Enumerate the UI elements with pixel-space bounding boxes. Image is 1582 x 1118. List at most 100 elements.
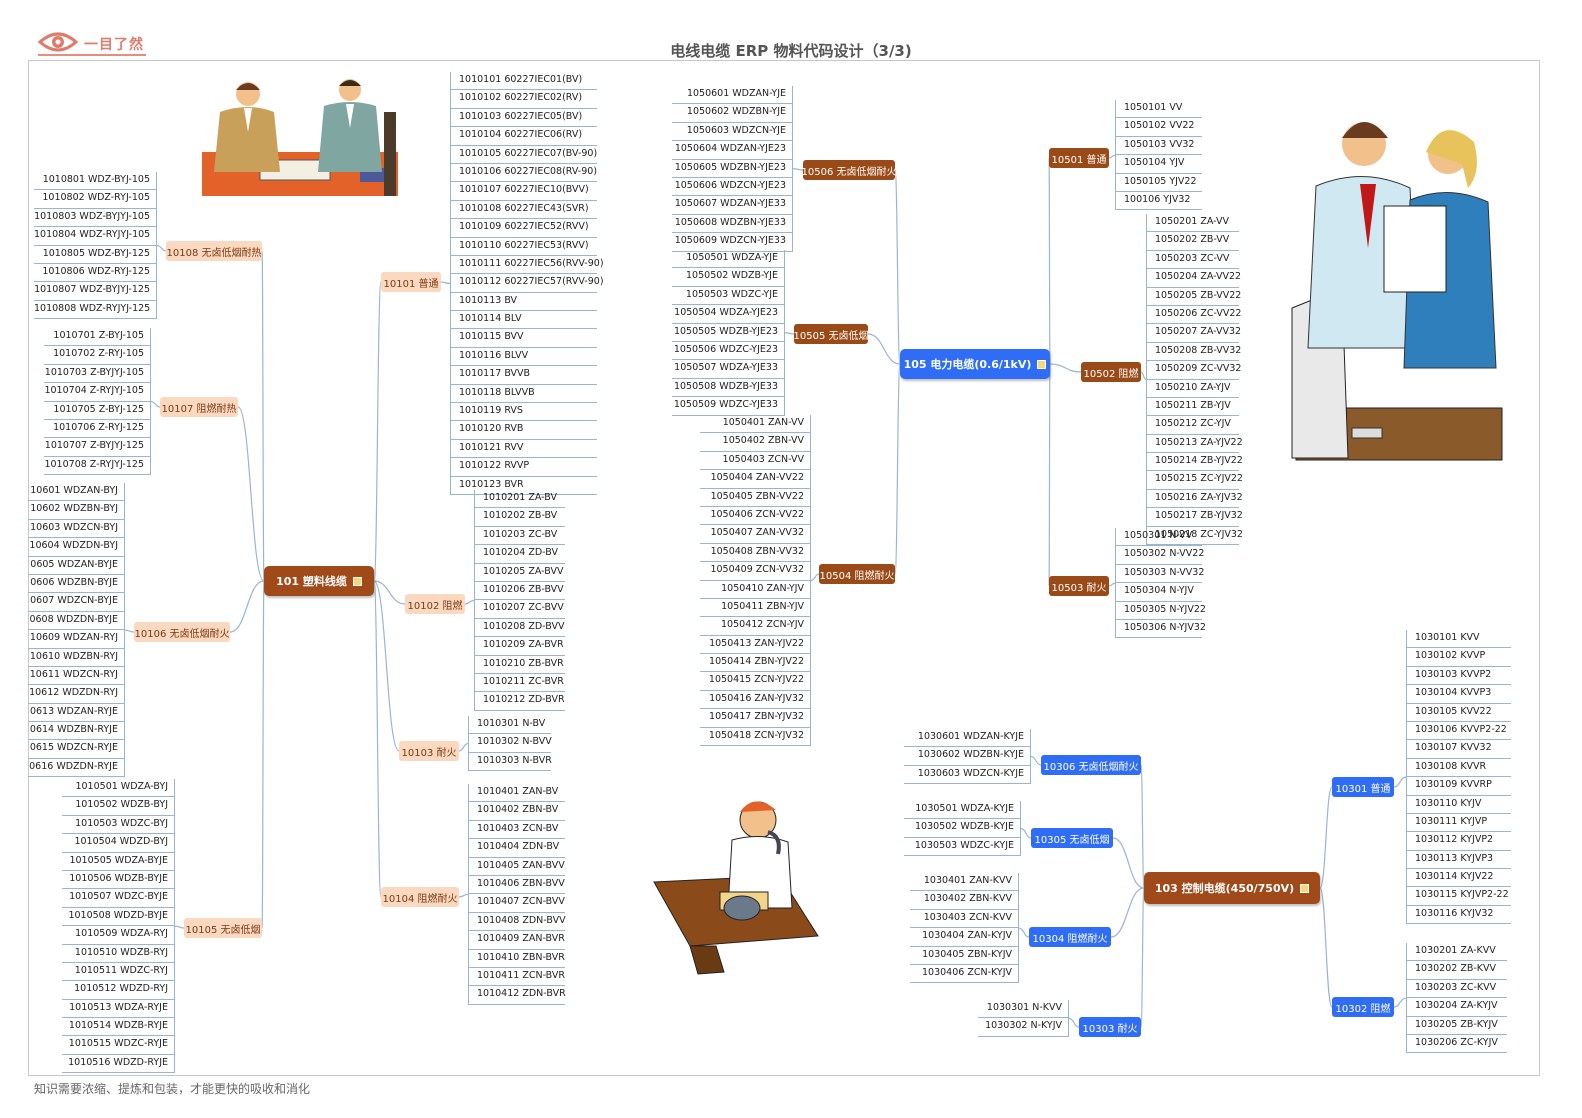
leaf-item: 1030110 KYJV bbox=[1407, 796, 1511, 814]
connector-line bbox=[1020, 827, 1032, 839]
leaf-item: 1030405 ZBN-KYJV bbox=[910, 947, 1018, 965]
connector-line bbox=[124, 629, 135, 633]
leaf-item: 1010801 WDZ-BYJ-105 bbox=[34, 172, 156, 191]
branch-10104[interactable]: 10104 阻燃耐火 bbox=[381, 887, 459, 907]
connector-line bbox=[1068, 1017, 1080, 1028]
leaf-item: 1030105 KVV22 bbox=[1407, 704, 1511, 722]
leaf-item: 1030601 WDZAN-KYJE bbox=[904, 729, 1030, 748]
connector-line bbox=[1018, 927, 1030, 938]
leaf-item: 1010107 60227IEC10(BVV) bbox=[451, 182, 597, 201]
center-node-103[interactable]: 103 控制电缆(450/750V) bbox=[1144, 872, 1320, 904]
connector-line bbox=[1319, 887, 1333, 1008]
leaf-item: 1010408 ZDN-BVV bbox=[469, 913, 566, 932]
leaf-item: 1050505 WDZB-YJE23 bbox=[672, 324, 784, 342]
leaf-item: 1050501 WDZA-YJE bbox=[672, 250, 784, 269]
leaf-item: 1050101 VV bbox=[1116, 100, 1202, 119]
logo-text: 一目了然 bbox=[84, 37, 144, 53]
branch-10304[interactable]: 10304 阻燃耐火 bbox=[1029, 927, 1111, 947]
center-node-101[interactable]: 101 塑料线缆 bbox=[264, 566, 374, 596]
leaf-item: 1010202 ZB-BV bbox=[475, 508, 565, 527]
branch-10506[interactable]: 10506 无卤低烟耐火 bbox=[802, 160, 897, 180]
branch-10503[interactable]: 10503 耐火 bbox=[1049, 576, 1109, 596]
leaf-item: 10610 WDZBN-RYJ bbox=[28, 649, 124, 667]
leaf-item: 1010409 ZAN-BVR bbox=[469, 931, 565, 950]
leaf-item: 1050413 ZAN-YJV22 bbox=[700, 636, 810, 655]
branch-10302[interactable]: 10302 阻燃 bbox=[1332, 997, 1394, 1017]
leaf-item: 1030113 KYJVP3 bbox=[1407, 851, 1511, 870]
connector-line bbox=[894, 363, 901, 575]
leaf-item: 1050403 ZCN-VV bbox=[700, 452, 810, 471]
connector-line bbox=[1112, 837, 1145, 889]
branch-10306[interactable]: 10306 无卤低烟耐火 bbox=[1041, 755, 1141, 775]
logo: 一目了然 bbox=[37, 28, 148, 58]
connector-line bbox=[1048, 363, 1051, 587]
leaf-item: 0616 WDZDN-RYJE bbox=[28, 759, 124, 778]
branch-10502[interactable]: 10502 阻燃 bbox=[1081, 362, 1141, 382]
leaf-item: 1010510 WDZB-RYJ bbox=[62, 945, 174, 963]
branch-10103[interactable]: 10103 耐火 bbox=[399, 741, 459, 761]
meeting-clipart bbox=[202, 79, 398, 196]
leaf-item: 1010803 WDZ-BYJYJ-105 bbox=[34, 209, 156, 228]
leaf-item: 1050208 ZB-VV32 bbox=[1147, 343, 1241, 362]
connector-line bbox=[373, 281, 382, 582]
branch-10305[interactable]: 10305 无卤低烟 bbox=[1031, 828, 1113, 848]
leaf-item: 1010114 BLV bbox=[451, 311, 597, 330]
leaf-item: 1050202 ZB-VV bbox=[1147, 232, 1239, 251]
leaf-item: 1030103 KVVP2 bbox=[1407, 667, 1511, 686]
connector-line bbox=[174, 925, 185, 929]
leaf-item: 1010204 ZD-BV bbox=[475, 545, 565, 564]
branch-10106[interactable]: 10106 无卤低烟耐火 bbox=[134, 622, 230, 642]
branch-10101[interactable]: 10101 普通 bbox=[381, 272, 441, 292]
leaf-item: 1010412 ZDN-BVR bbox=[469, 986, 566, 1005]
leaf-item: 1010121 RVV bbox=[451, 440, 597, 459]
connector-line bbox=[792, 168, 804, 171]
leaf-item: 1010502 WDZB-BYJ bbox=[62, 797, 174, 816]
branch-10501[interactable]: 10501 普通 bbox=[1049, 148, 1109, 168]
connector-line bbox=[1048, 157, 1051, 365]
branch-10107[interactable]: 10107 阻燃耐热 bbox=[160, 397, 238, 417]
leaf-item: 1050105 YJV22 bbox=[1116, 174, 1202, 192]
leaf-item: 1010516 WDZD-RYJE bbox=[62, 1055, 174, 1074]
leaf-item: 1010706 Z-RYJ-125 bbox=[44, 420, 150, 439]
branch-10505[interactable]: 10505 无卤低烟 bbox=[794, 324, 869, 344]
connector-line bbox=[1393, 776, 1407, 788]
leaf-item: 1050301 N-VV bbox=[1116, 528, 1202, 547]
leaf-item: 100106 YJV32 bbox=[1116, 192, 1202, 211]
leaf-item: 1050407 ZAN-VV32 bbox=[700, 525, 810, 544]
branch-10504[interactable]: 10504 阻燃耐火 bbox=[819, 564, 895, 584]
leaf-item: 1050609 WDZCN-YJE33 bbox=[672, 233, 792, 252]
leaf-item: 1050201 ZA-VV bbox=[1147, 214, 1239, 233]
branch-10301[interactable]: 10301 普通 bbox=[1332, 777, 1394, 797]
leaf-item: 1010203 ZC-BV bbox=[475, 527, 565, 546]
leaf-item: 1050602 WDZBN-YJE bbox=[672, 104, 792, 123]
leaf-item: 1050206 ZC-VV22 bbox=[1147, 306, 1241, 325]
leaf-item: 1030111 KYJVP bbox=[1407, 814, 1511, 833]
connector-line bbox=[373, 580, 406, 605]
leaf-item: 1010410 ZBN-BVR bbox=[469, 950, 565, 968]
leaf-item: 1030108 KVVR bbox=[1407, 759, 1511, 778]
leaf-item: 1010512 WDZD-RYJ bbox=[62, 981, 174, 1000]
branch-10108[interactable]: 10108 无卤低烟耐热 bbox=[166, 241, 262, 261]
leaf-item: 1010702 Z-RYJ-105 bbox=[44, 346, 150, 365]
leaf-item: 1050102 VV22 bbox=[1116, 118, 1202, 137]
leaf-item: 1030106 KVVP2-22 bbox=[1407, 722, 1511, 741]
leaf-item: 1010111 60227IEC56(RVV-90) bbox=[451, 256, 604, 275]
leaf-item: 1010805 WDZ-BYJ-125 bbox=[34, 246, 156, 264]
leaf-item: 1010119 RVS bbox=[451, 403, 597, 422]
flag-icon bbox=[1037, 359, 1047, 369]
branch-10102[interactable]: 10102 阻燃 bbox=[405, 594, 465, 614]
center-node-105[interactable]: 105 电力电缆(0.6/1kV) bbox=[900, 349, 1050, 379]
leaf-item: 1010102 60227IEC02(RV) bbox=[451, 90, 597, 109]
leaf-item: 1010802 WDZ-RYJ-105 bbox=[34, 190, 156, 209]
leaf-item: 1010113 BV bbox=[451, 293, 597, 312]
leaf-item: 1010303 N-BVR bbox=[469, 753, 552, 772]
leaf-item: 1010505 WDZA-BYJE bbox=[62, 853, 174, 871]
leaf-item: 1010212 ZD-BVR bbox=[475, 692, 565, 711]
connector-line bbox=[1319, 786, 1333, 889]
branch-10303[interactable]: 10303 耐火 bbox=[1079, 1017, 1141, 1037]
leaf-item: 1010209 ZA-BVR bbox=[475, 637, 565, 656]
branch-10105[interactable]: 10105 无卤低烟 bbox=[184, 918, 262, 938]
